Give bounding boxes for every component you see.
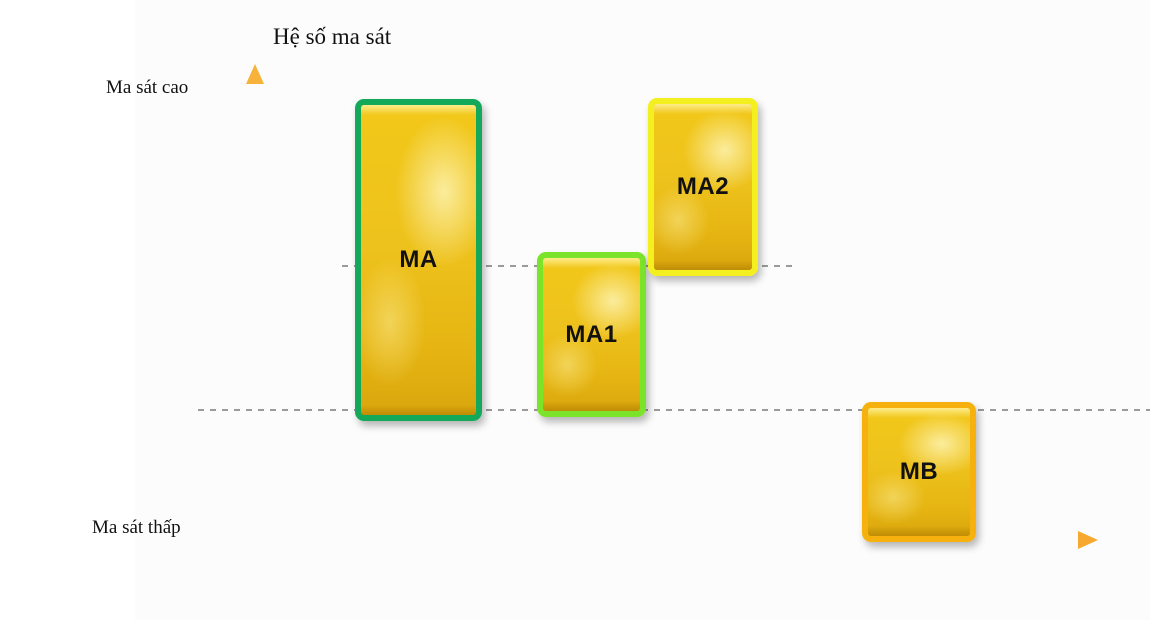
box-mb-label: MB: [899, 458, 939, 485]
box-ma2: MA2: [648, 98, 758, 276]
level-label-low: Ma sát thấp: [92, 517, 181, 538]
box-mb: MB: [862, 402, 976, 542]
box-ma2-label: MA2: [676, 173, 730, 200]
x-axis-arrowhead: [1078, 531, 1098, 549]
box-ma1: MA1: [537, 252, 646, 417]
y-axis-title: Hệ số ma sát: [273, 24, 392, 49]
y-axis-arrowhead: [246, 64, 264, 84]
level-label-high: Ma sát cao: [106, 77, 189, 98]
box-ma: MA: [355, 99, 482, 421]
box-ma-label: MA: [399, 246, 438, 273]
box-ma1-label: MA1: [565, 320, 618, 348]
